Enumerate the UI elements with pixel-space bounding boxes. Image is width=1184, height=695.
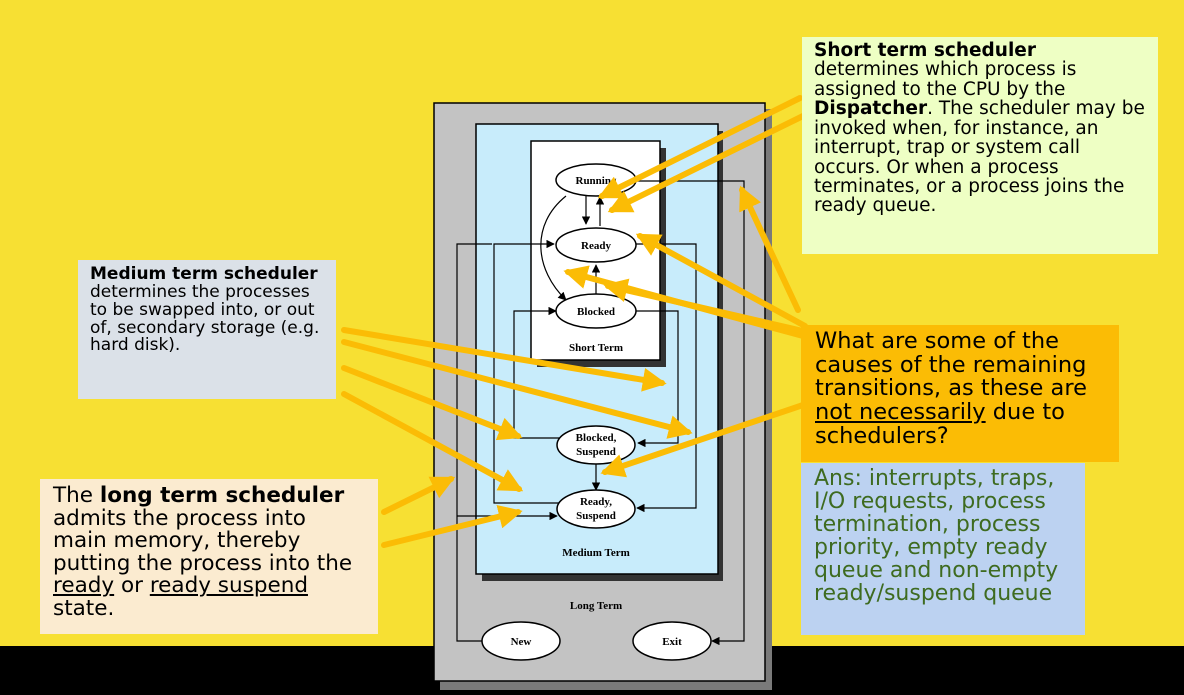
medium-term-label: Medium Term	[562, 547, 630, 559]
question-underlined: not necessarily	[815, 398, 986, 425]
medium-term-text: determines the processes to be swapped i…	[90, 281, 320, 356]
long-term-title: long term scheduler	[99, 483, 345, 508]
short-term-title: Short term scheduler	[814, 40, 1036, 61]
question-text-2: due to schedulers?	[815, 398, 1065, 449]
ready-suspend-label-1: Ready,	[580, 496, 612, 508]
long-term-text-2: state.	[53, 595, 115, 621]
blocked-suspend-label-2: Suspend	[576, 446, 616, 458]
ready-suspend-label-2: Suspend	[576, 510, 616, 522]
question-text-1: What are some of the causes of the remai…	[815, 328, 1087, 402]
long-term-pre: The	[53, 483, 100, 508]
ready-label: Ready	[581, 240, 611, 252]
pointer-arrows	[341, 95, 808, 548]
blocked-label: Blocked	[577, 306, 615, 318]
state-blocked	[555, 293, 637, 329]
short-term-scheduler-note: Short term scheduler determines which pr…	[802, 37, 1158, 254]
state-new	[481, 621, 561, 661]
long-term-scheduler-note: The long term scheduler admits the proce…	[40, 479, 378, 634]
answer-note: Ans: interrupts, traps, I/O requests, pr…	[801, 463, 1085, 635]
new-label: New	[511, 636, 532, 648]
state-ready-suspend	[556, 489, 636, 529]
state-exit	[632, 621, 712, 661]
long-term-text-1: admits the process into main memory, the…	[53, 505, 353, 576]
answer-text: Ans: interrupts, traps, I/O requests, pr…	[814, 466, 1059, 607]
medium-term-scheduler-note: Medium term scheduler determines the pro…	[78, 260, 336, 399]
dispatcher-term: Dispatcher	[814, 98, 928, 120]
short-term-label: Short Term	[569, 342, 623, 354]
ready-suspend-term: ready suspend	[149, 573, 308, 599]
exit-label: Exit	[662, 636, 682, 648]
blocked-suspend-label-1: Blocked,	[576, 432, 617, 444]
short-term-text-1: determines which process is assigned to …	[814, 59, 1077, 100]
long-term-label: Long Term	[570, 600, 622, 612]
ready-term: ready	[53, 573, 115, 599]
question-note: What are some of the causes of the remai…	[801, 325, 1119, 462]
short-term-text-2: . The scheduler may be invoked when, for…	[814, 98, 1145, 217]
medium-term-title: Medium term scheduler	[90, 264, 318, 284]
long-term-or: or	[114, 573, 150, 599]
running-label: Running	[576, 175, 617, 187]
